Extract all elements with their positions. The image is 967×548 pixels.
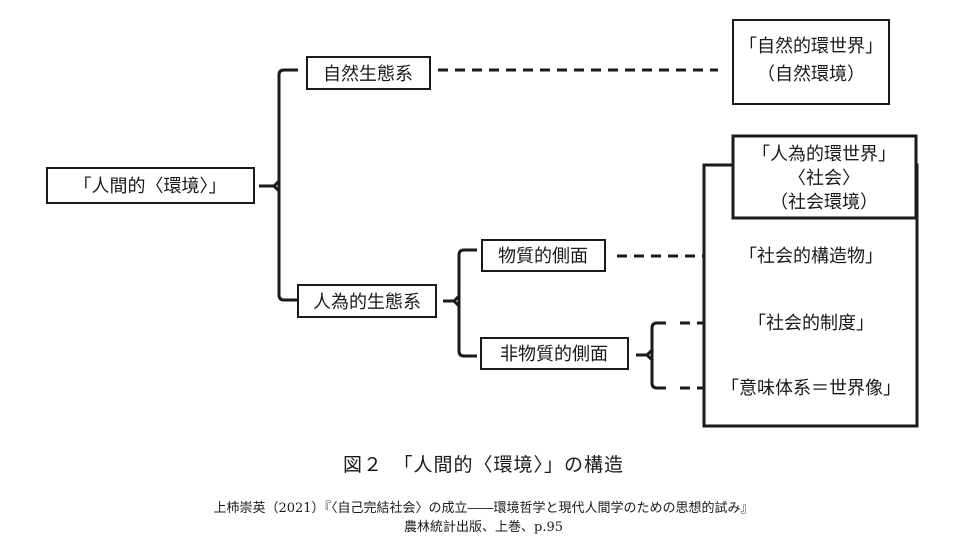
natural-world-line1: 「自然的環世界」 (739, 36, 883, 57)
citation-line-2: 農林統計出版、上巻、p.95 (404, 520, 563, 535)
nonmaterial-aspect-node: 非物質的側面 (480, 337, 629, 370)
artificial-bracket-tip (452, 294, 461, 308)
nonmaterial-bracket-tip (645, 348, 654, 362)
material-aspect-label: 物質的側面 (498, 246, 588, 267)
artificial-world-line3: （社会環境） (770, 192, 878, 213)
social-institutions-label: 「社会的制度」 (748, 313, 874, 334)
root-bracket-tip (272, 179, 281, 193)
natural-ecosystem-label: 自然生態系 (323, 64, 413, 85)
material-aspect-box (481, 239, 606, 272)
artificial-bracket (443, 248, 477, 358)
artificial-world-line1: 「人為的環世界」 (752, 144, 896, 165)
artificial-ecosystem-node: 人為的生態系 (297, 284, 437, 318)
environment-structure-diagram: 「人間的〈環境〉」 自然生態系 「自然的環世界」 （自然環境） 人為的生態系 物… (46, 19, 919, 428)
natural-ecosystem-box (306, 56, 431, 90)
natural-world-node: 「自然的環世界」 （自然環境） (732, 19, 890, 105)
meaning-system-label: 「意味体系＝世界像」 (721, 378, 901, 399)
nonmaterial-aspect-label: 非物質的側面 (500, 344, 608, 365)
material-aspect-node: 物質的側面 (481, 239, 606, 272)
natural-world-box (732, 19, 890, 105)
nonmaterial-aspect-box (480, 337, 629, 370)
artificial-ecosystem-box (297, 284, 437, 318)
root-node-box (46, 167, 255, 204)
root-node: 「人間的〈環境〉」 (46, 167, 255, 204)
root-bracket (259, 68, 298, 302)
nonmaterial-bracket (636, 321, 666, 390)
root-node-label: 「人間的〈環境〉」 (74, 176, 227, 197)
social-structures-label: 「社会的構造物」 (739, 246, 883, 267)
artificial-world-box (731, 134, 918, 220)
figure-title: 図２ 「人間的〈環境〉」の構造 (342, 454, 624, 476)
artificial-world-line2: 〈社会〉 (788, 168, 860, 189)
artificial-ecosystem-label: 人為的生態系 (313, 292, 421, 313)
natural-world-line2: （自然環境） (757, 64, 865, 85)
natural-ecosystem-node: 自然生態系 (306, 56, 431, 90)
artificial-world-node: 「人為的環世界」 〈社会〉 （社会環境） (731, 134, 918, 220)
citation-line-1: 上柿崇英（2021）『〈自己完結社会〉の成立――環境哲学と現代人間学のための思想… (213, 501, 754, 516)
